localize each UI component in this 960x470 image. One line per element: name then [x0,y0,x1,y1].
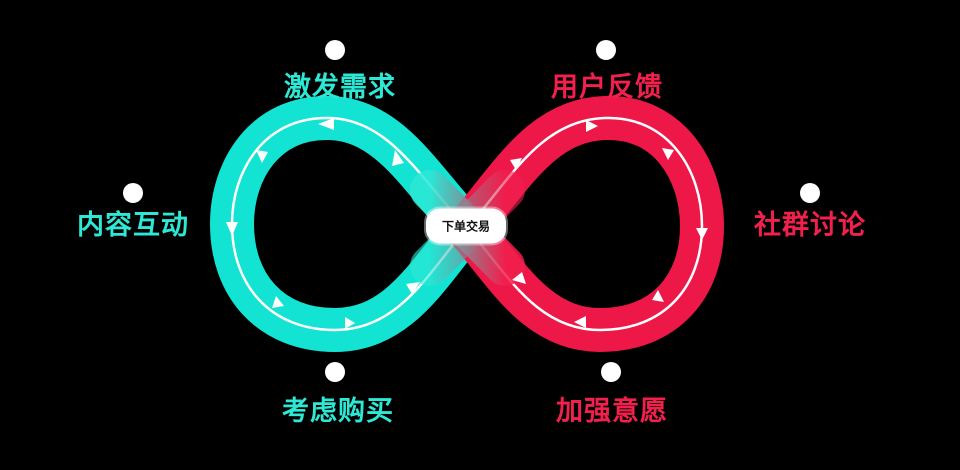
arrow-icon [345,317,355,329]
left-loop-arrows [226,118,420,329]
stage-label-left-bottom: 考虑购买 [282,396,394,427]
arrow-icon [256,150,268,163]
arrow-icon [406,282,420,294]
arrow-icon [696,228,708,240]
dot-right-top [596,40,616,60]
arrow-icon [392,150,404,166]
dot-left-bottom [325,362,345,382]
arrow-icon [318,118,334,130]
center-transaction-badge: 下单交易 [425,208,507,244]
stage-label-right-bottom: 加强意愿 [556,396,668,427]
stage-label-left-top: 激发需求 [284,72,396,103]
right-loop-arrows [510,120,708,328]
arrow-icon [574,316,586,328]
stage-label-right-top: 用户反馈 [551,72,663,103]
dot-right-mid [800,183,820,203]
arrow-icon [226,222,238,236]
arrow-icon [662,148,674,160]
dot-left-mid [123,183,143,203]
arrow-icon [652,290,664,302]
stage-label-left-mid: 内容互动 [77,210,189,241]
dot-right-bottom [601,362,621,382]
right-loop [445,96,724,352]
arrow-icon [510,158,522,170]
dot-left-top [325,40,345,60]
arrow-icon [586,120,598,132]
arrow-icon [272,296,284,308]
arrow-icon [512,272,526,284]
stage-label-right-mid: 社群讨论 [754,210,866,241]
